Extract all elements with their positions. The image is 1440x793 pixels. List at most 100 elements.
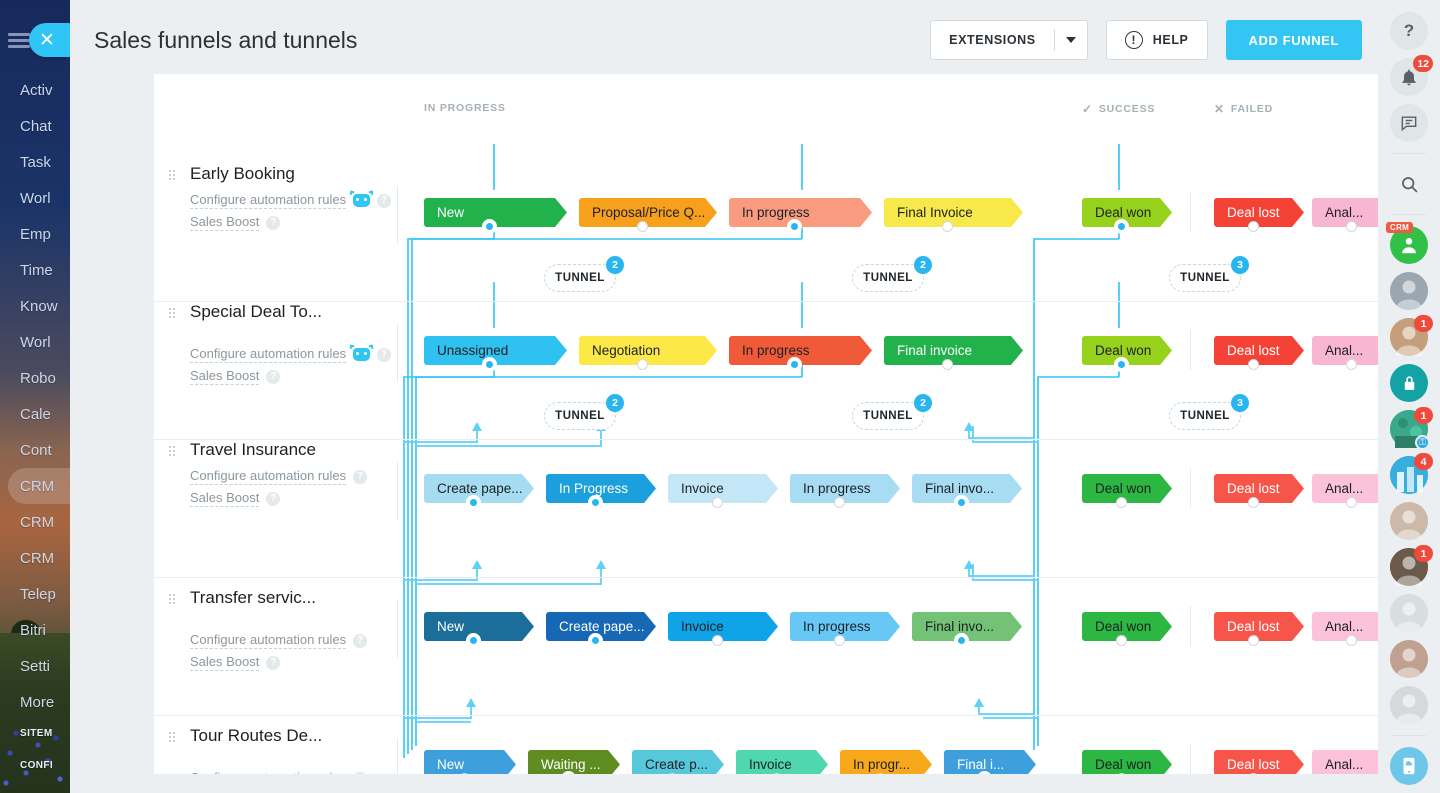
sidebar-item-robo-8[interactable]: Robo [0,360,70,396]
failed-chip-1[interactable]: Anal... [1312,750,1378,774]
funnel-name[interactable]: Early Booking [190,164,295,183]
stage-dot-3[interactable] [833,635,845,646]
sidebar-item-know-6[interactable]: Know [0,288,70,324]
configure-automation-rules[interactable]: Configure automation rules? [190,770,398,774]
help-badge-icon[interactable]: ? [266,655,281,670]
help-icon[interactable]: ? [1390,12,1428,50]
configure-automation-rules[interactable]: Configure automation rules? [190,344,398,363]
stage-chip-3[interactable]: In progress [790,474,900,503]
failed-chip-1[interactable]: Anal... [1312,198,1378,227]
city-avatar[interactable]: 4 [1390,453,1433,494]
failed-chip-1[interactable]: Anal... [1312,474,1378,503]
stage-dot-2[interactable] [789,221,800,232]
configure-automation-rules[interactable]: Configure automation rules? [190,190,398,209]
sidebar-item-bitri-15[interactable]: Bitri [0,612,70,648]
drag-handle-icon[interactable] [168,445,176,457]
stage-chip-0[interactable]: Create pape... [424,474,534,503]
sidebar-item-telep-14[interactable]: Telep [0,576,70,612]
stage-chip-2[interactable]: In progress [729,198,872,227]
failed-dot-1[interactable] [1345,359,1357,370]
stage-chip-5[interactable]: Final i... [944,750,1036,774]
stage-chip-2[interactable]: In progress [729,336,872,365]
globe-avatar[interactable]: ⚿1 [1390,407,1433,450]
user-avatar[interactable] [1390,502,1428,540]
failed-chip-1[interactable]: Anal... [1312,336,1378,365]
failed-dot-0[interactable] [1247,221,1259,232]
crm-contact-avatar[interactable]: CRM [1386,222,1428,264]
configure-automation-rules[interactable]: Configure automation rules? [190,632,398,649]
stage-chip-1[interactable]: In Progress [546,474,656,503]
sidebar-item-more-17[interactable]: More [0,684,70,720]
stage-chip-0[interactable]: New [424,750,516,774]
user-avatar[interactable] [1390,272,1428,310]
stage-dot-4[interactable] [955,635,967,646]
help-badge-icon[interactable]: ? [266,215,281,230]
success-chip-0[interactable]: Deal won [1082,336,1172,365]
help-badge-icon[interactable]: ? [377,193,392,208]
sales-boost[interactable]: Sales Boost? [190,214,398,231]
success-chip-0[interactable]: Deal won [1082,612,1172,641]
stage-dot-2[interactable] [711,497,723,508]
sidebar-item-activ-0[interactable]: Activ [0,72,70,108]
failed-chip-0[interactable]: Deal lost [1214,612,1304,641]
user-avatar[interactable] [1390,686,1428,724]
failed-dot-1[interactable] [1345,497,1357,508]
failed-chip-0[interactable]: Deal lost [1214,474,1304,503]
funnel-name[interactable]: Travel Insurance [190,440,316,459]
sales-boost[interactable]: Sales Boost? [190,368,398,385]
search-icon[interactable] [1390,165,1428,203]
user-avatar[interactable] [1390,594,1428,632]
stage-chip-0[interactable]: New [424,612,534,641]
stage-dot-0[interactable] [484,359,495,370]
configure-automation-rules[interactable]: Configure automation rules? [190,468,398,485]
stage-chip-0[interactable]: Unassigned [424,336,567,365]
sidebar-item-chat-1[interactable]: Chat [0,108,70,144]
failed-chip-1[interactable]: Anal... [1312,612,1378,641]
help-badge-icon[interactable]: ? [377,347,392,362]
sidebar-footer-sitemap[interactable]: SITEM [20,728,53,739]
sidebar-item-task-2[interactable]: Task [0,144,70,180]
stage-dot-3[interactable] [833,497,845,508]
stage-chip-2[interactable]: Invoice [668,612,778,641]
sidebar-item-time-5[interactable]: Time [0,252,70,288]
help-button[interactable]: ! HELP [1105,20,1208,60]
drag-handle-icon[interactable] [168,593,176,605]
sidebar-item-cont-10[interactable]: Cont [0,432,70,468]
notifications-bell-icon[interactable]: 12 [1390,55,1433,96]
stage-dot-3[interactable] [942,359,953,370]
success-chip-0[interactable]: Deal won [1082,750,1172,774]
stage-dot-0[interactable] [467,497,479,508]
drag-handle-icon[interactable] [168,307,176,319]
failed-dot-0[interactable] [1247,635,1259,646]
drag-handle-icon[interactable] [168,731,176,743]
success-dot-0[interactable] [1115,359,1127,370]
stage-chip-2[interactable]: Create p... [632,750,724,774]
lock-icon[interactable] [1390,364,1428,402]
stage-chip-4[interactable]: In progr... [840,750,932,774]
stage-dot-3[interactable] [942,221,953,232]
success-dot-0[interactable] [1115,635,1127,646]
stage-chip-3[interactable]: Final Invoice [884,198,1023,227]
stage-chip-1[interactable]: Proposal/Price Q... [579,198,717,227]
stage-chip-4[interactable]: Final invo... [912,474,1022,503]
success-chip-0[interactable]: Deal won [1082,474,1172,503]
stage-dot-2[interactable] [711,635,723,646]
sidebar-footer-configure[interactable]: CONFI [20,760,54,771]
stage-dot-2[interactable] [789,359,800,370]
stage-chip-2[interactable]: Invoice [668,474,778,503]
stage-chip-4[interactable]: Final invo... [912,612,1022,641]
funnel-name[interactable]: Tour Routes De... [190,726,323,745]
sales-boost[interactable]: Sales Boost? [190,490,398,507]
stage-chip-1[interactable]: Negotiation [579,336,717,365]
extensions-button[interactable]: EXTENSIONS [930,20,1088,60]
close-icon[interactable]: ✕ [29,23,70,57]
stage-chip-3[interactable]: Invoice [736,750,828,774]
stage-dot-0[interactable] [467,635,479,646]
user-avatar[interactable]: 1 [1390,545,1433,586]
help-badge-icon[interactable]: ? [266,369,281,384]
